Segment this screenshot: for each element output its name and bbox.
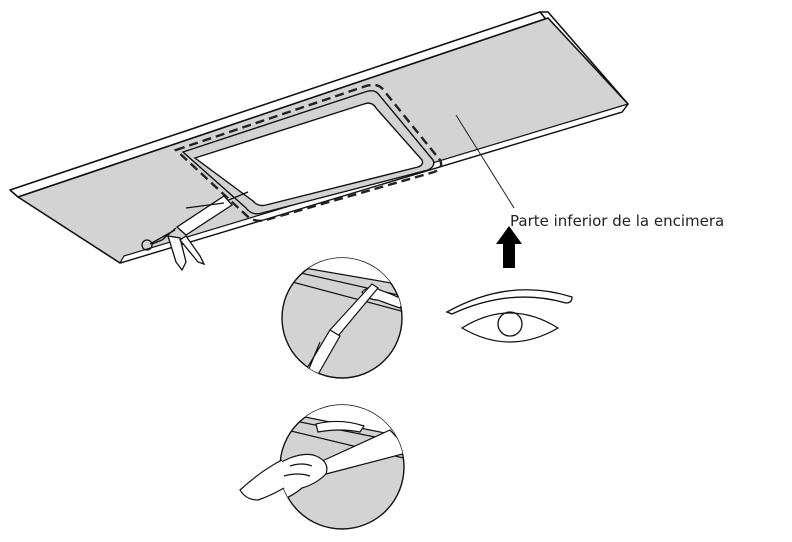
sink-cutout — [173, 83, 443, 223]
callout-leader-line — [455, 114, 515, 209]
caulking-gun-icon — [141, 191, 249, 272]
detail-apply-sealant — [281, 257, 403, 379]
hand-icon — [280, 453, 328, 506]
eye-icon — [445, 289, 573, 343]
arrow-up-icon — [496, 226, 522, 268]
detail-smooth-sealant — [239, 404, 405, 530]
underside-label: Parte inferior de la encimera — [510, 212, 725, 230]
